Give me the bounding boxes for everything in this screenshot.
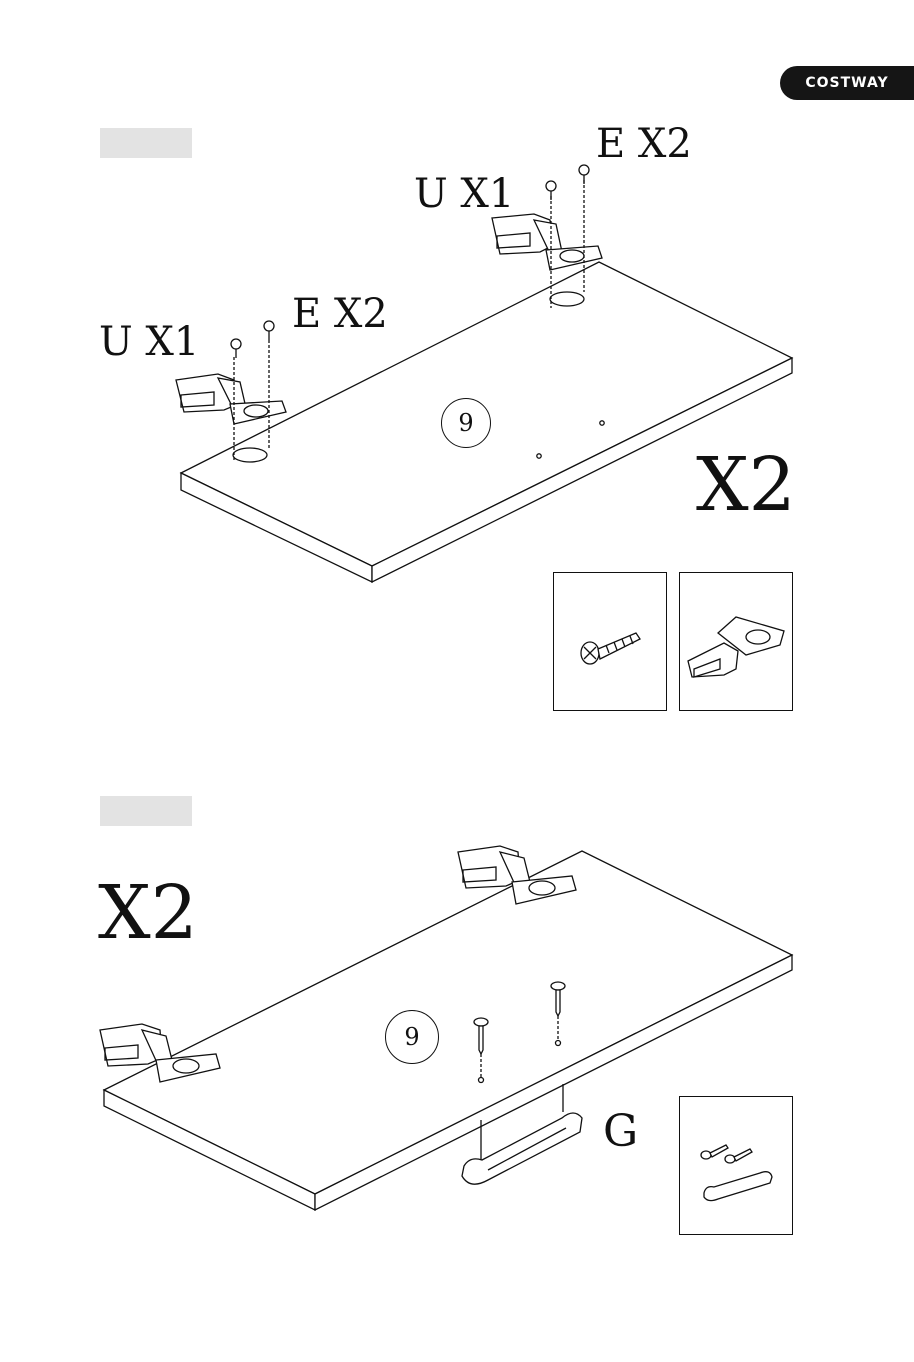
handle-label: G (603, 1110, 638, 1154)
part-number-circle-step-2: 9 (385, 1010, 439, 1064)
handle-g-box (679, 1096, 793, 1235)
handle-g-icon (680, 1097, 792, 1234)
